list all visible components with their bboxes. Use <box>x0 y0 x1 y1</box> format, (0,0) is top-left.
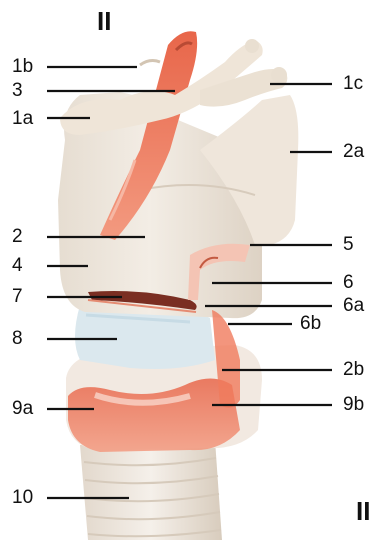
label-1c: 1c <box>343 74 363 94</box>
label-6: 6 <box>343 273 354 293</box>
label-6b: 6b <box>300 314 321 334</box>
label-7: 7 <box>12 287 23 307</box>
label-10: 10 <box>12 488 33 508</box>
view-mark-bottom: II <box>356 498 370 524</box>
trachea <box>80 440 222 540</box>
label-9a: 9a <box>12 399 33 419</box>
label-1b: 1b <box>12 57 33 77</box>
label-2b: 2b <box>343 360 364 380</box>
label-8: 8 <box>12 329 23 349</box>
label-4: 4 <box>12 256 23 276</box>
label-2: 2 <box>12 227 23 247</box>
label-6a: 6a <box>343 296 364 316</box>
label-1a: 1a <box>12 109 33 129</box>
view-mark-top: II <box>97 8 111 34</box>
label-3: 3 <box>12 81 23 101</box>
label-5: 5 <box>343 235 354 255</box>
label-9b: 9b <box>343 395 364 415</box>
label-2a: 2a <box>343 142 364 162</box>
